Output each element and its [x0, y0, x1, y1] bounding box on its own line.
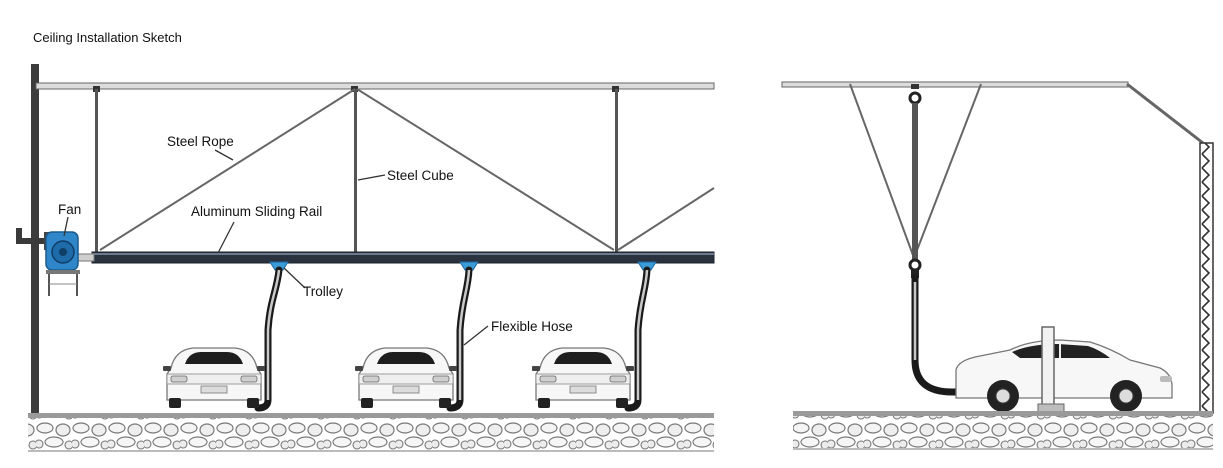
trolley-icon — [637, 261, 657, 271]
label-steel-cube: Steel Cube — [387, 168, 454, 183]
fan-unit — [16, 228, 80, 296]
label-fan: Fan — [58, 202, 81, 217]
label-flexible-hose: Flexible Hose — [491, 319, 573, 334]
label-aluminum-sliding-rail: Aluminum Sliding Rail — [191, 204, 322, 219]
left-ground — [28, 413, 714, 452]
trolley-icon — [459, 261, 479, 271]
flexible-hose — [911, 274, 966, 396]
trolley-hose-1 — [254, 261, 289, 412]
suspension-bar — [615, 89, 618, 252]
trolley-icon — [269, 261, 289, 271]
ceiling-beam — [35, 82, 715, 90]
car-rear-1 — [162, 347, 266, 409]
leader-lines — [63, 149, 489, 346]
suspension-bar — [95, 89, 98, 252]
right-ground — [793, 411, 1213, 450]
car-rear-3 — [531, 347, 635, 409]
right-structure — [781, 81, 1214, 414]
car-side — [955, 339, 1173, 412]
trolley-hose-2 — [446, 261, 479, 412]
label-steel-rope: Steel Rope — [167, 134, 234, 149]
steel-ropes — [99, 88, 715, 251]
diagram-title: Ceiling Installation Sketch — [33, 30, 182, 45]
lift-post — [1037, 326, 1065, 413]
steel-cube-bar — [354, 89, 357, 252]
ceiling-beam — [781, 81, 1129, 88]
car-rear-2 — [354, 347, 458, 409]
label-trolley: Trolley — [303, 284, 343, 299]
wall — [1199, 142, 1214, 414]
trolley-hose-3 — [624, 261, 657, 412]
